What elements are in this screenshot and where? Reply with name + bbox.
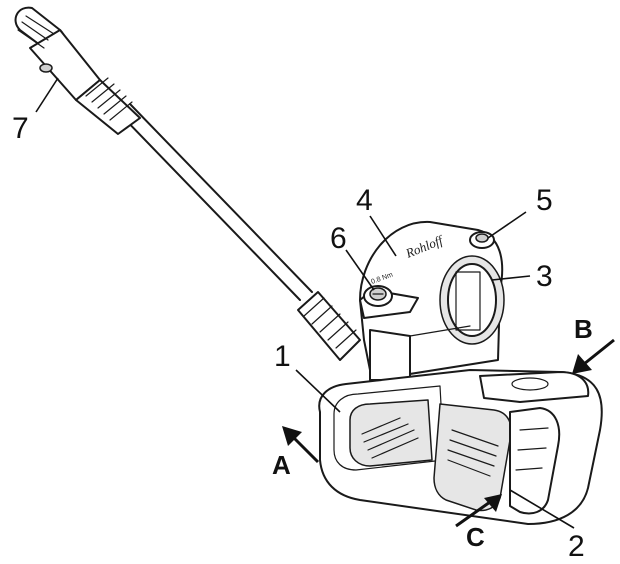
arrow-c [455, 494, 502, 528]
top-screw [469, 231, 495, 249]
leader-7 [35, 77, 59, 113]
cable [117, 103, 313, 301]
rear-pad-b [479, 371, 590, 403]
leader-5 [487, 211, 527, 239]
arrow-label-c: C [466, 522, 485, 552]
leader-3 [491, 275, 531, 281]
leader-1 [295, 369, 341, 413]
leader-4 [369, 215, 397, 257]
clamp-screw [363, 285, 393, 307]
callout-5: 5 [536, 184, 553, 217]
strain-relief [297, 291, 361, 361]
arrow-b [572, 338, 615, 374]
callout-1: 1 [274, 340, 291, 373]
leader-6 [345, 249, 375, 291]
callout-7: 7 [12, 112, 29, 145]
arrow-a [282, 426, 320, 464]
callout-6: 6 [330, 222, 347, 255]
connector-marking [39, 63, 53, 73]
callout-3: 3 [536, 260, 553, 293]
leader-lines [35, 77, 575, 529]
callout-4: 4 [356, 184, 373, 217]
leader-2 [509, 489, 575, 529]
thumb-pad-a [349, 399, 433, 467]
callout-2: 2 [568, 530, 585, 563]
arrow-label-a: A [272, 450, 291, 480]
thumb-pad-c [433, 403, 561, 515]
arrow-label-b: B [574, 314, 593, 344]
connector-plug [14, 6, 141, 135]
